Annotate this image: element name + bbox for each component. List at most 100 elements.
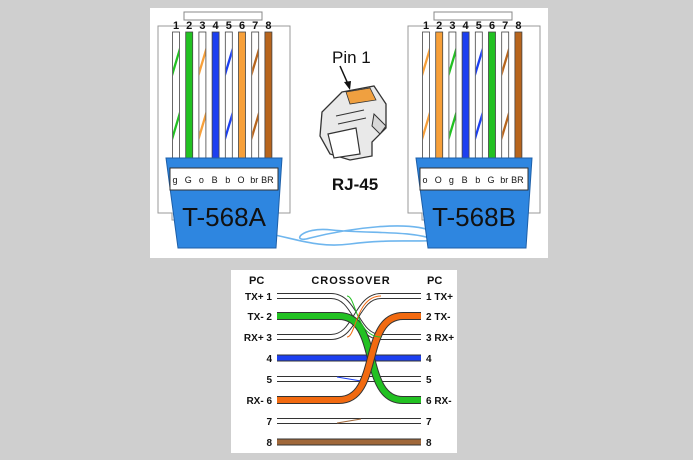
pin-number: 3 [199,20,205,32]
rj45-plug: Pin 1 RJ-45 [319,48,387,194]
plug-contacts [345,87,377,105]
pin-number: 5 [226,20,232,32]
connector-top-tab [433,11,513,21]
wire-stripe [336,418,362,424]
right-pin-label: 5 [426,375,432,386]
pin-number: 5 [476,20,482,32]
wire [461,31,470,163]
wire-code: g [172,175,177,185]
crossover-wire [277,313,421,403]
plug-detail [335,109,365,117]
wire-stripe [173,112,179,140]
left-pin-label: RX+ 3 [244,333,273,344]
pin-number: 1 [173,20,179,32]
wire-stripe [346,295,382,338]
left-pin-label: RX- 6 [246,396,272,407]
right-pin-label: 1 TX+ [426,292,453,303]
pin-number: 4 [463,20,470,32]
wire-code: o [199,175,204,185]
right-pin-label: 4 [426,354,432,365]
pin-number: 8 [515,20,521,32]
pin-number: 2 [186,20,192,32]
standard-label: T-568A [182,202,266,232]
crossover-title: CROSSOVER [311,275,390,287]
wire-code: G [185,175,192,185]
right-pin-label: 2 TX- [426,312,450,323]
wire-code: b [475,175,480,185]
wire-code: O [237,175,244,185]
pin-number: 7 [502,20,508,32]
wire-set [422,31,523,163]
standard-label: T-568B [432,202,516,232]
wire-stripe [475,112,482,140]
wire-code: br [250,175,258,185]
pin1-label: Pin 1 [332,48,371,67]
wire-stripe [252,112,259,140]
wire-stripe [199,112,206,140]
wire-stripe [475,48,482,76]
right-pc-header: PC [427,275,442,287]
wire-stripe [199,48,206,76]
wire [488,31,496,163]
pin1-arrowhead [344,81,351,90]
pin-number: 1 [423,20,429,32]
wire [238,31,246,163]
wire-stripe [502,112,509,140]
left-pin-label: TX- 2 [248,312,273,323]
plug-clip [371,112,387,135]
pin-number: 4 [213,20,220,32]
wire-code: G [487,175,494,185]
wire-code: BR [261,175,274,185]
crossover-wires [277,293,421,446]
wire [264,31,273,163]
wire-stripe [173,48,179,76]
wire [514,31,523,163]
left-pin-label: 4 [266,354,272,365]
wire-stripe [502,48,509,76]
pin1-arrow [339,65,349,85]
wire-code: B [462,175,468,185]
wire-code: O [435,175,442,185]
wire-code: B [212,175,218,185]
wire-code: o [422,175,427,185]
wire-code: BR [511,175,524,185]
left-pin-label: 5 [266,375,272,386]
left-pin-label: 7 [266,417,272,428]
right-pin-label: 7 [426,417,432,428]
wire-stripe [423,112,429,140]
wire-code-strip [169,167,279,191]
wire-stripe [423,48,429,76]
wire [435,31,444,163]
pin-number: 3 [449,20,455,32]
plug-name: RJ-45 [332,175,378,194]
wire [211,31,220,163]
wire [185,31,194,163]
wire-stripe [225,112,232,140]
right-pin-label: 3 RX+ [426,333,454,344]
wire-code: br [500,175,508,185]
cable-loop [269,225,439,246]
plug-detail [337,117,367,125]
pin-number: 7 [252,20,258,32]
left-pin-label: 8 [266,438,272,449]
wire-code: b [225,175,230,185]
wire-code: g [449,175,454,185]
wire-code-strip [419,167,529,191]
wire-stripe [225,48,232,76]
plug-face [327,127,361,159]
wire-stripe [252,48,259,76]
pin-number: 2 [436,20,442,32]
right-pin-label: 8 [426,438,432,449]
connector-top-tab [183,11,263,21]
